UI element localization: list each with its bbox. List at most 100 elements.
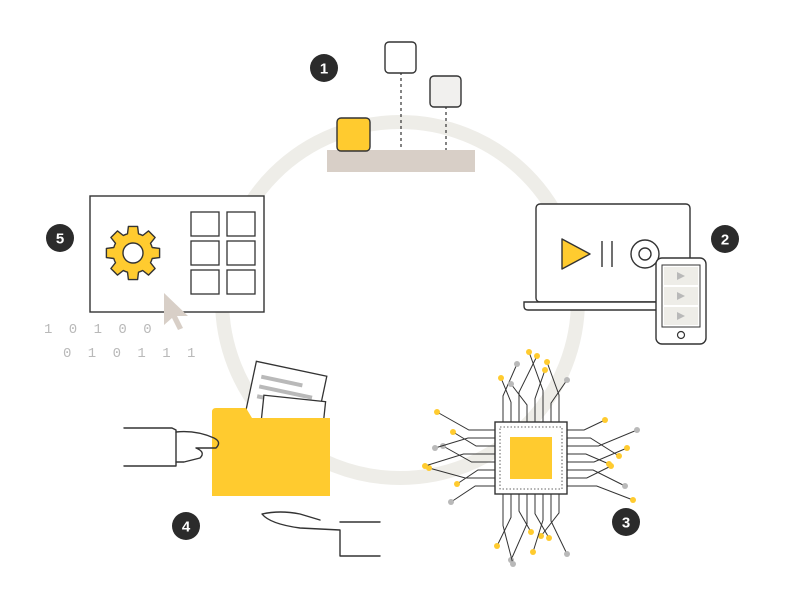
circuit-trace <box>567 453 610 465</box>
circuit-trace <box>534 369 546 422</box>
circuit-trace <box>518 494 532 533</box>
circuit-trace <box>434 437 495 449</box>
circuit-node <box>630 497 636 503</box>
circuit-node <box>538 533 544 539</box>
step-badge-1: 1 <box>310 54 338 82</box>
circuit-node <box>622 483 628 489</box>
step-5-illustration: 1 0 1 0 0 0 1 0 1 1 1 <box>44 195 265 362</box>
step-number: 2 <box>721 232 729 249</box>
circuit-trace <box>567 485 634 501</box>
grid-tile <box>190 269 220 295</box>
circuit-node <box>434 409 440 415</box>
circuit-node <box>634 427 640 433</box>
step-badge-4: 4 <box>172 512 200 540</box>
step-1-illustration <box>327 41 475 172</box>
circuit-trace <box>550 379 568 422</box>
platform <box>327 150 475 172</box>
binary-text: 0 1 0 1 1 1 <box>63 346 199 362</box>
circuit-trace <box>567 437 620 457</box>
circuit-trace <box>456 469 495 485</box>
cursor-icon <box>164 293 188 330</box>
circuit-node <box>514 361 520 367</box>
play-icon <box>561 238 591 270</box>
circuit-node <box>448 499 454 505</box>
circuit-trace <box>567 447 628 463</box>
grid-tile <box>226 240 256 266</box>
circuit-trace <box>518 355 538 422</box>
play-icon <box>677 312 685 320</box>
circuit-trace <box>436 411 495 431</box>
circuit-node <box>564 377 570 383</box>
chip-pins <box>499 426 563 490</box>
binary-text: 1 0 1 0 0 <box>44 322 156 338</box>
circuit-trace <box>528 351 544 422</box>
circuit-trace <box>502 494 514 565</box>
circuit-trace <box>546 361 560 422</box>
circuit-trace <box>567 429 638 447</box>
circuit-node <box>608 463 614 469</box>
circuit-trace <box>442 445 495 463</box>
circuit-trace <box>532 494 544 553</box>
grey-block-icon <box>429 75 462 108</box>
tile-grid <box>190 211 256 295</box>
play-icon <box>677 292 685 300</box>
circuit-trace <box>567 419 606 431</box>
circuit-node <box>432 445 438 451</box>
left-hand-icon <box>175 430 220 463</box>
circuit-trace <box>550 494 568 555</box>
yellow-block-icon <box>336 117 371 152</box>
circuit-node <box>510 561 516 567</box>
circuit-node <box>616 453 622 459</box>
grid-tile <box>226 269 256 295</box>
step-number: 5 <box>56 231 64 248</box>
step-badge-2: 2 <box>711 225 739 253</box>
circuit-node <box>498 375 504 381</box>
circuit-node <box>544 359 550 365</box>
circuit-node <box>454 481 460 487</box>
circuit-trace <box>534 494 550 539</box>
right-hand-icon <box>261 511 381 557</box>
folder-icon <box>212 408 330 496</box>
circuit-node <box>546 535 552 541</box>
grid-tile <box>190 240 220 266</box>
step-2-illustration <box>523 203 707 345</box>
grid-tile <box>190 211 220 237</box>
grid-tile <box>226 211 256 237</box>
step-3-illustration <box>422 349 640 567</box>
circuit-trace <box>510 494 528 561</box>
step-badge-3: 3 <box>612 508 640 536</box>
circuit-node <box>494 543 500 549</box>
circuit-trace <box>510 383 528 422</box>
step-badge-5: 5 <box>46 224 74 252</box>
step-number: 3 <box>622 515 630 532</box>
step-number: 1 <box>320 61 328 78</box>
circuit-node <box>528 529 534 535</box>
circuit-node <box>542 367 548 373</box>
circuit-trace <box>424 453 495 467</box>
circuit-trace <box>500 377 512 422</box>
circuit-trace <box>450 485 495 503</box>
circuit-node <box>422 463 428 469</box>
circuit-node <box>450 429 456 435</box>
home-button <box>676 330 686 340</box>
circuit-node <box>526 349 532 355</box>
circuit-trace <box>452 431 495 447</box>
circuit-node <box>508 381 514 387</box>
circuit-node <box>602 417 608 423</box>
circuit-node <box>564 551 570 557</box>
circuit-trace <box>567 465 612 479</box>
sleeve <box>123 427 177 467</box>
circuit-traces <box>422 349 640 567</box>
circuit-node <box>534 353 540 359</box>
circuit-trace <box>540 494 560 537</box>
circuit-node <box>530 549 536 555</box>
step-number: 4 <box>182 519 191 536</box>
step-4-illustration <box>123 360 381 557</box>
circuit-node <box>624 445 630 451</box>
circuit-trace <box>496 494 512 547</box>
white-block-icon <box>384 41 417 74</box>
circuit-trace <box>502 363 518 422</box>
chip-core <box>510 437 552 479</box>
circuit-trace <box>567 469 626 487</box>
